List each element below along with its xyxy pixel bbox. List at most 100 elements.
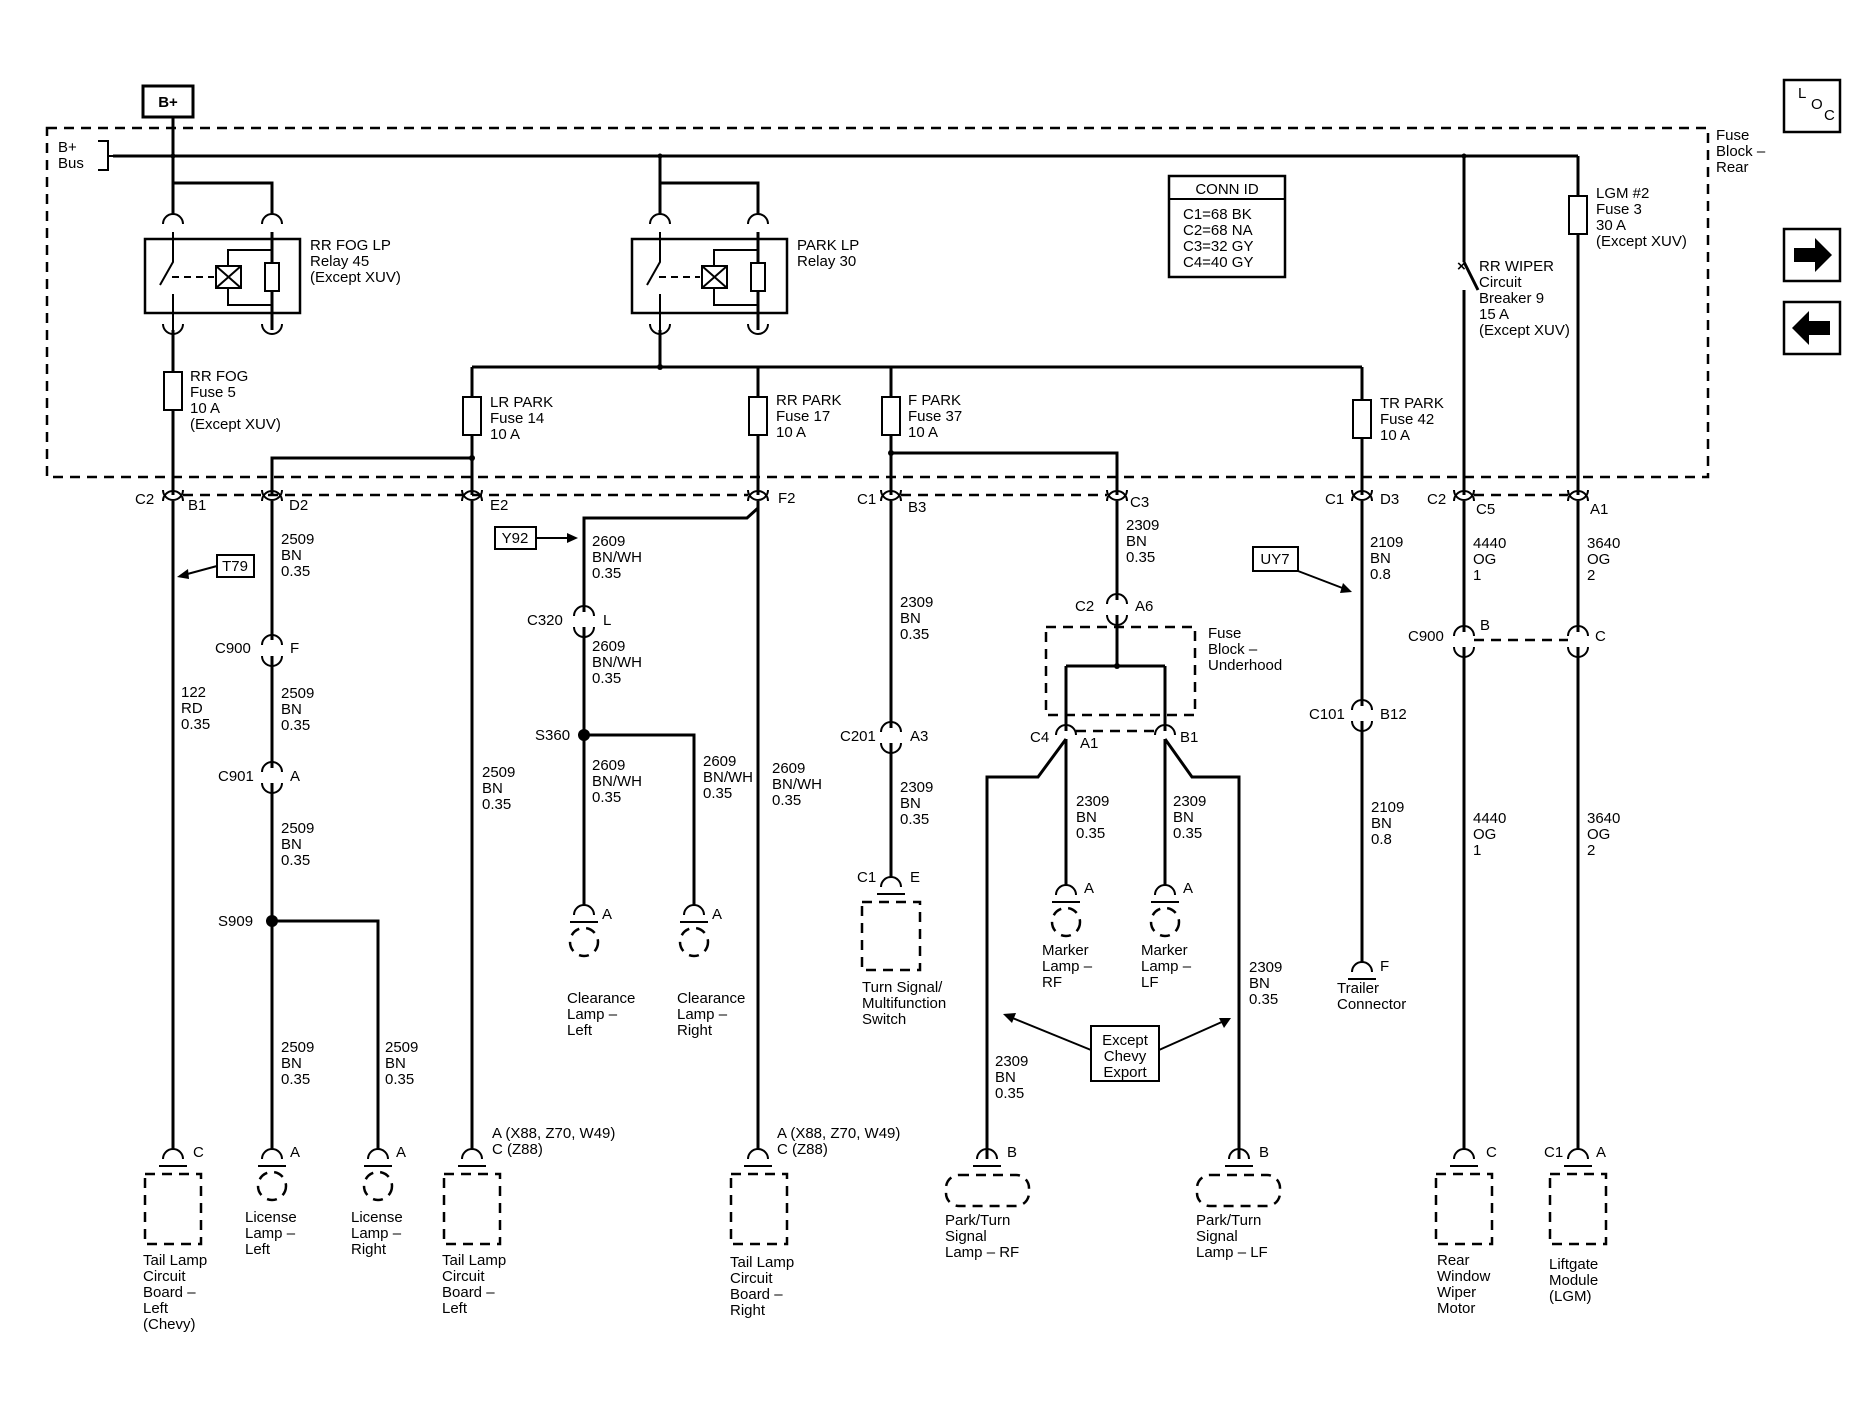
rr-wiper-breaker-contact xyxy=(1462,261,1480,291)
tail-lamp-left-chevy-pin xyxy=(159,1148,187,1167)
pin-label: C900 xyxy=(215,640,251,657)
pin-label: A xyxy=(290,768,300,785)
pin-label: A (X88, Z70, W49) xyxy=(777,1125,900,1142)
underhood-node xyxy=(1114,663,1120,669)
pin-label: B12 xyxy=(1380,706,1407,723)
pin-label: A (X88, Z70, W49) xyxy=(492,1125,615,1142)
pin-label: C1 xyxy=(857,491,876,508)
wire-2309-plf xyxy=(1163,738,1241,1159)
rear-wiper-motor-pin xyxy=(1450,1148,1478,1167)
f-park-fuse xyxy=(881,396,901,436)
rr-fog-relay xyxy=(143,237,302,315)
except-chevy-export-box xyxy=(1090,1025,1160,1082)
underhood-distribution xyxy=(1064,615,1167,731)
fuse-block-rear-boundary xyxy=(45,126,1710,479)
turn-signal-switch-connector xyxy=(877,876,905,895)
rr-fog-relay-coil-x xyxy=(215,265,242,289)
park-relay-diode xyxy=(713,249,758,306)
clearance-right-pin xyxy=(680,904,708,923)
park-relay-feed xyxy=(658,156,760,210)
t79-ref: T79 xyxy=(222,558,248,575)
rr-fog-relay-terminal xyxy=(261,323,283,335)
pin-label: C1 xyxy=(1325,491,1344,508)
loc-letter: C xyxy=(1824,107,1835,124)
loc-icon[interactable]: L O C xyxy=(1782,78,1842,134)
pin-label: L xyxy=(603,612,611,629)
license-left-pin xyxy=(258,1148,286,1167)
pin-label: A1 xyxy=(1080,735,1098,752)
tail-lamp-left-chevy xyxy=(143,1172,203,1246)
pin-label: C1 xyxy=(1544,1144,1563,1161)
pin-label: C320 xyxy=(527,612,563,629)
park-relay-terminal xyxy=(747,323,769,335)
license-lamp-right xyxy=(362,1170,394,1202)
park-relay-switch xyxy=(646,232,661,330)
wire-s360-branch xyxy=(584,733,696,905)
wire-2609-branch xyxy=(582,506,760,612)
arrow-right-icon[interactable] xyxy=(1782,227,1842,283)
rear-window-wiper-motor xyxy=(1434,1172,1494,1246)
rr-park-fuse xyxy=(748,396,768,436)
b-plus-box xyxy=(141,84,195,119)
pin-label: C2 xyxy=(1075,598,1094,615)
rr-fog-relay-diode xyxy=(227,249,272,306)
pin-label: E2 xyxy=(490,497,508,514)
uy7-arrow-head xyxy=(1340,583,1352,593)
pin-label: B xyxy=(1480,617,1490,634)
marker-lamp-lf xyxy=(1149,906,1181,938)
pin-label: A xyxy=(290,1144,300,1161)
lr-park-to-d2 xyxy=(270,456,472,495)
clearance-lamp-right xyxy=(678,926,710,958)
arrow-left-icon[interactable] xyxy=(1782,300,1842,356)
conn-id-row: C4=40 GY xyxy=(1183,254,1253,271)
park-relay-terminal xyxy=(747,213,769,225)
pin-label: C3 xyxy=(1130,494,1149,511)
tail-lamp-right xyxy=(729,1172,789,1246)
marker-lamp-rf xyxy=(1050,906,1082,938)
uy7-arrow xyxy=(1297,570,1346,590)
liftgate-module xyxy=(1548,1172,1608,1246)
lr-park-node xyxy=(469,455,475,461)
rr-fog-relay-resistor xyxy=(264,262,280,292)
rr-fog-relay-feed xyxy=(171,156,274,210)
park-relay-resistor xyxy=(750,262,766,292)
pin-label: F xyxy=(290,640,299,657)
pin-label: C xyxy=(193,1144,204,1161)
loc-letter: L xyxy=(1798,85,1806,102)
tail-lamp-left-pin xyxy=(458,1148,486,1167)
pin-label: A3 xyxy=(910,728,928,745)
uy7-ref: UY7 xyxy=(1260,551,1289,568)
loc-letter: O xyxy=(1811,96,1823,113)
fuse-block-underhood-boundary xyxy=(1044,625,1197,717)
conn-id-row: C3=32 GY xyxy=(1183,238,1253,255)
pin-label: C101 xyxy=(1309,706,1345,723)
wire-2309-prf xyxy=(985,738,1068,1159)
